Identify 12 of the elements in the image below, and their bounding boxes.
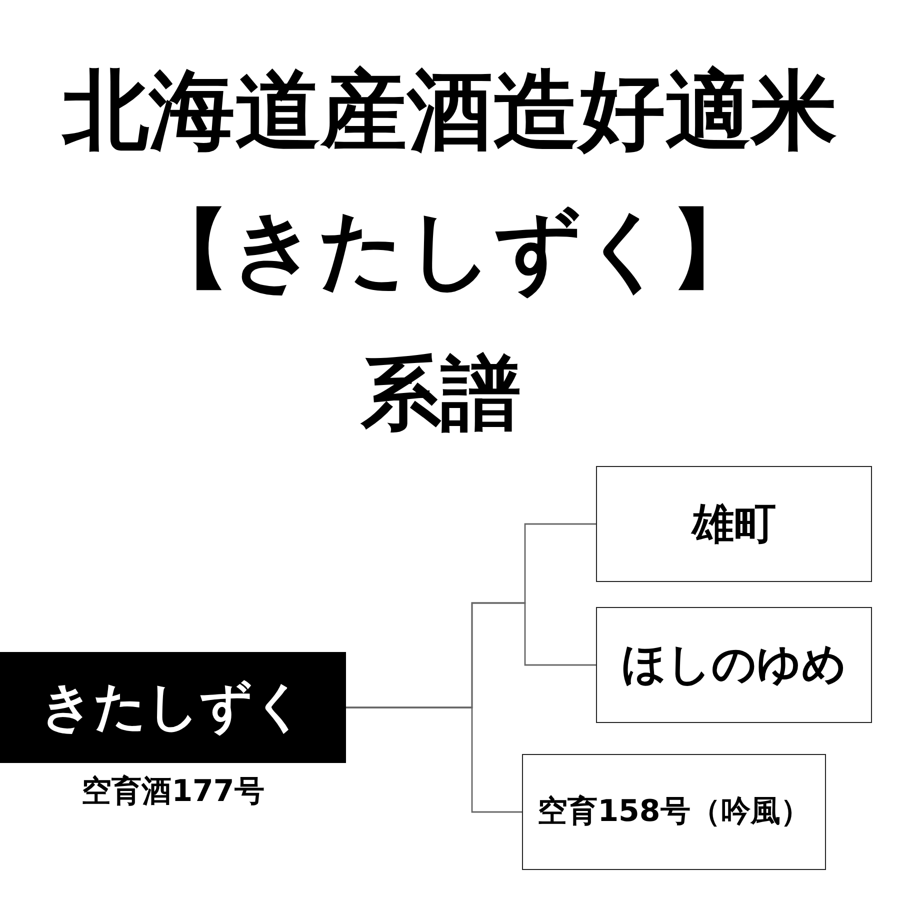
subtitle: 系譜 — [360, 346, 522, 442]
connector-line — [346, 706, 522, 813]
parent-name: ほしのゆめ — [622, 638, 846, 692]
variety-box — [0, 652, 346, 763]
parent-name: 雄町 — [692, 498, 776, 550]
variety-name: きたしずく — [40, 676, 306, 739]
parent-box — [596, 607, 872, 723]
parent-box — [596, 466, 872, 582]
parent-name: 空育158号（吟風） — [538, 794, 810, 830]
title: 北海道産酒造好適米【きたしずく】 — [60, 60, 838, 302]
parent-box — [522, 754, 826, 870]
breeding-code: 空育酒177号 — [80, 773, 266, 811]
